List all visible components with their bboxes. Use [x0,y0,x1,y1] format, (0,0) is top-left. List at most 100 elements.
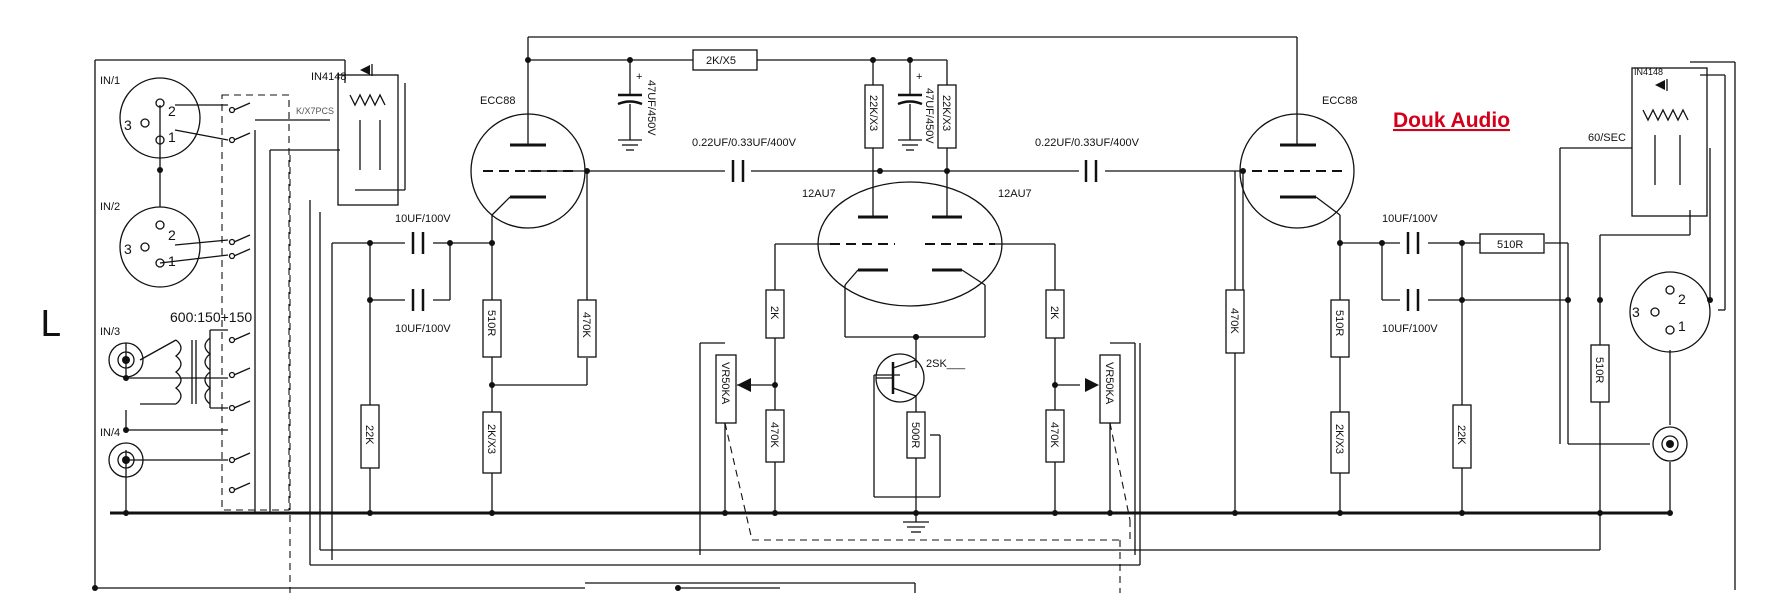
pot-a-label: VR50KA [719,362,731,405]
resistor-series-out: 510R [1479,233,1545,254]
resistor-source-label: 500R [909,422,921,448]
tube-12au7: 12AU7 12AU7 [802,171,1032,307]
tube-ecc88-right: ECC88 [1239,95,1357,243]
resistor-cathode-left: 510R [482,299,502,358]
resistor-output: 22K [1452,404,1472,469]
resistor-top-label: 2K/X5 [706,55,736,67]
input-switch-bank [221,94,291,593]
resistor-grid-left-label: 470K [580,312,592,338]
cap-output-b-label: 10UF/100V [1382,323,1438,335]
xlr-input-2: IN/2 2 3 1 [100,201,201,288]
resistor-supply-b-label: 22K/X3 [940,95,952,131]
input-label-2: IN/2 [100,201,120,213]
xlr2-pin-3: 3 [124,241,132,257]
jfet: 2SK___ [875,353,966,403]
cap-coupling-left: 0.22UF/0.33UF/400V [692,137,797,182]
resistor-output-label: 22K [1455,425,1467,445]
xlr2-pin-1: 1 [168,253,176,269]
cap-input-a: 10UF/100V [395,213,451,254]
rca-input-4: IN/4 [100,427,144,478]
output-relay-label: 60/SEC [1588,132,1626,144]
rca-output [1652,426,1688,462]
input-transformer: 600:150+150 [139,309,252,405]
resistor-top: 2K/X5 [692,49,758,71]
input-label-4: IN/4 [100,427,120,439]
resistor-input: 22K [360,404,380,469]
channel-label: L [40,304,60,345]
resistor-input-label: 22K [363,425,375,445]
resistor-load-right: 2K/X3 [1330,411,1350,474]
resistor-load-left: 2K/X3 [482,411,502,474]
svg-text:+: + [916,71,922,83]
xlr-out-pin-2: 2 [1678,291,1686,307]
resistor-cathode-right: 510R [1330,299,1350,358]
cap-supply-b: + 47UF/450V [897,71,935,151]
cap-output-b: 10UF/100V [1382,289,1438,335]
resistor-plate-a-label: 2K [768,306,780,320]
resistor-term-out-label: 510R [1593,357,1605,383]
cap-output-a-label: 10UF/100V [1382,213,1438,225]
resistor-plate-b: 2K [1045,289,1065,339]
tube-mid-left-label: 12AU7 [802,188,836,200]
xlr-output: 2 3 1 [1629,271,1711,353]
resistor-bias-a-label: 470K [768,422,780,448]
pot-b: VR50KA [1085,354,1131,540]
resistor-cathode-left-label: 510R [485,310,497,336]
resistor-source: 500R [906,411,926,459]
xlr1-pin-2: 2 [168,103,176,119]
input-relay-label: K/X7PCS [296,106,334,116]
jfet-label: 2SK___ [926,358,966,370]
resistor-plate-b-label: 2K [1048,306,1060,320]
input-relay-diode-label: IN4148 [311,71,346,83]
resistor-grid-left: 470K [577,299,597,358]
junction-dots [92,57,1713,591]
input-relay: IN4148 K/X7PCS [296,64,399,206]
cap-output-a: 10UF/100V [1382,213,1438,254]
resistor-bias-b-label: 470K [1048,422,1060,448]
xlr-input-1: IN/1 2 3 1 [100,75,201,159]
resistor-term-out: 510R [1590,344,1610,403]
resistor-plate-a: 2K [765,289,785,339]
tube-mid-right-label: 12AU7 [998,188,1032,200]
cap-supply-a-label: 47UF/450V [645,80,657,136]
transformer-label: 600:150+150 [170,309,252,325]
rca-input-3: IN/3 [100,326,144,378]
cap-input-b: 10UF/100V [395,289,451,335]
ground-symbol [903,513,929,533]
input-label-1: IN/1 [100,75,120,87]
tube-left-label: ECC88 [480,95,515,107]
resistor-load-left-label: 2K/X3 [485,424,497,454]
cap-coupling-right-label: 0.22UF/0.33UF/400V [1035,137,1140,149]
cap-coupling-right: 0.22UF/0.33UF/400V [1035,137,1140,182]
xlr1-pin-1: 1 [168,129,176,145]
cap-supply-b-label: 47UF/450V [923,88,935,144]
resistor-supply-a: 22K/X3 [864,84,884,149]
resistor-grid-right: 470K [1225,289,1245,354]
input-label-3: IN/3 [100,326,120,338]
cap-input-b-label: 10UF/100V [395,323,451,335]
cap-input-a-label: 10UF/100V [395,213,451,225]
xlr1-pin-3: 3 [124,117,132,133]
resistor-supply-b: 22K/X3 [937,84,957,149]
brand-label: Douk Audio [1393,109,1510,132]
resistor-grid-right-label: 470K [1228,308,1240,334]
output-relay-diode-label: IN4148 [1634,67,1663,77]
cap-coupling-left-label: 0.22UF/0.33UF/400V [692,137,797,149]
xlr-out-pin-1: 1 [1678,318,1686,334]
output-relay: IN4148 60/SEC [1588,67,1708,217]
pot-a: VR50KA [715,354,1121,593]
cap-supply-a: + 47UF/450V [617,71,657,151]
xlr2-pin-2: 2 [168,227,176,243]
xlr-out-pin-3: 3 [1632,304,1640,320]
pot-b-label: VR50KA [1103,362,1115,405]
tube-ecc88-left: ECC88 [470,95,586,243]
resistor-bias-a: 470K [765,409,785,463]
resistor-load-right-label: 2K/X3 [1333,424,1345,454]
tube-right-label: ECC88 [1322,95,1357,107]
resistor-series-out-label: 510R [1497,239,1523,251]
resistor-cathode-right-label: 510R [1333,310,1345,336]
svg-text:+: + [636,71,642,83]
resistor-supply-a-label: 22K/X3 [867,95,879,131]
resistor-bias-b: 470K [1045,409,1065,463]
